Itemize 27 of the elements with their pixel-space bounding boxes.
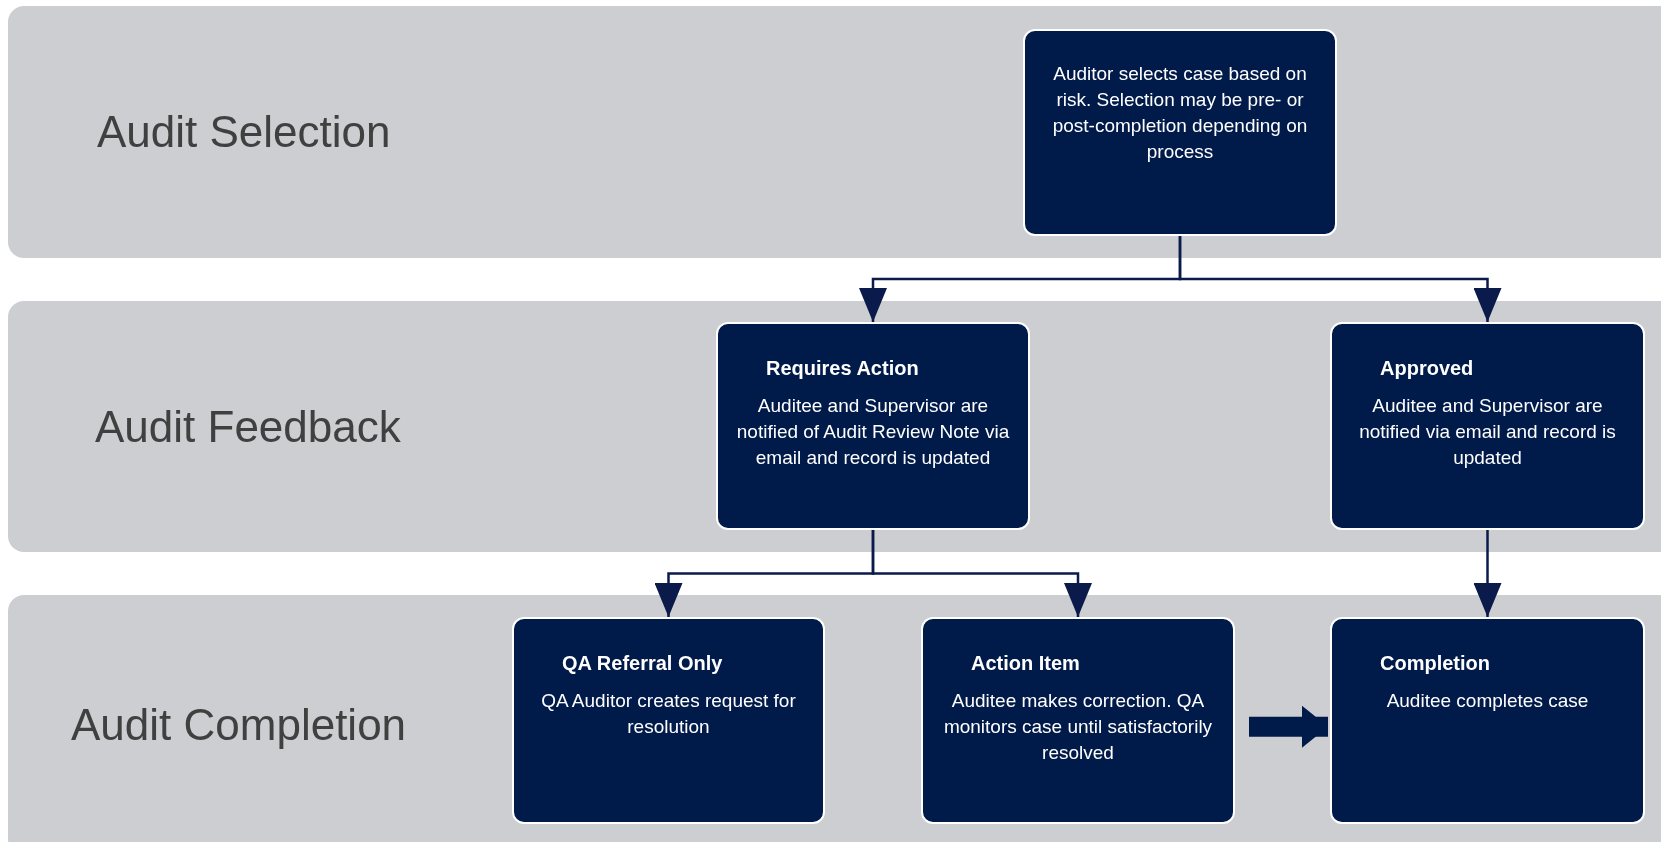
connector-arrow [1473,530,1502,617]
process-box [716,322,1030,530]
box-heading: Requires Action [765,356,920,381]
connector-arrow [1178,236,1502,322]
connector-arrow [871,530,1092,617]
box-description: Auditee and Supervisor are notified via email and record is updated [1358,394,1617,470]
box-description: Auditee completes case [1385,689,1590,713]
box-heading: Action Item [970,651,1081,676]
swimlane-band [8,301,1661,552]
swimlane-band [8,595,1661,842]
lane-title: Audit Selection [97,106,391,158]
block-arrow [1249,705,1328,748]
box-description: Auditee and Supervisor are notified of Audit Review Note via email and record is updated [735,394,1011,470]
box-description: QA Auditor creates request for resolution [540,689,797,739]
process-box [512,617,825,824]
box-description: Auditor selects case based on risk. Selection may be pre- or post-completion depending on process [1051,61,1309,164]
box-heading: QA Referral Only [561,651,724,676]
process-box [1330,617,1645,824]
lane-title: Audit Feedback [95,400,401,453]
box-heading: Completion [1379,651,1491,676]
lane-title: Audit Completion [71,699,407,751]
box-description: Auditee makes correction. QA monitors case until satisfactorily resolved [942,689,1214,765]
process-box [921,617,1235,824]
process-box [1330,322,1645,530]
box-heading: Approved [1379,356,1475,381]
swimlane-band [8,6,1661,258]
process-box [1023,29,1337,236]
